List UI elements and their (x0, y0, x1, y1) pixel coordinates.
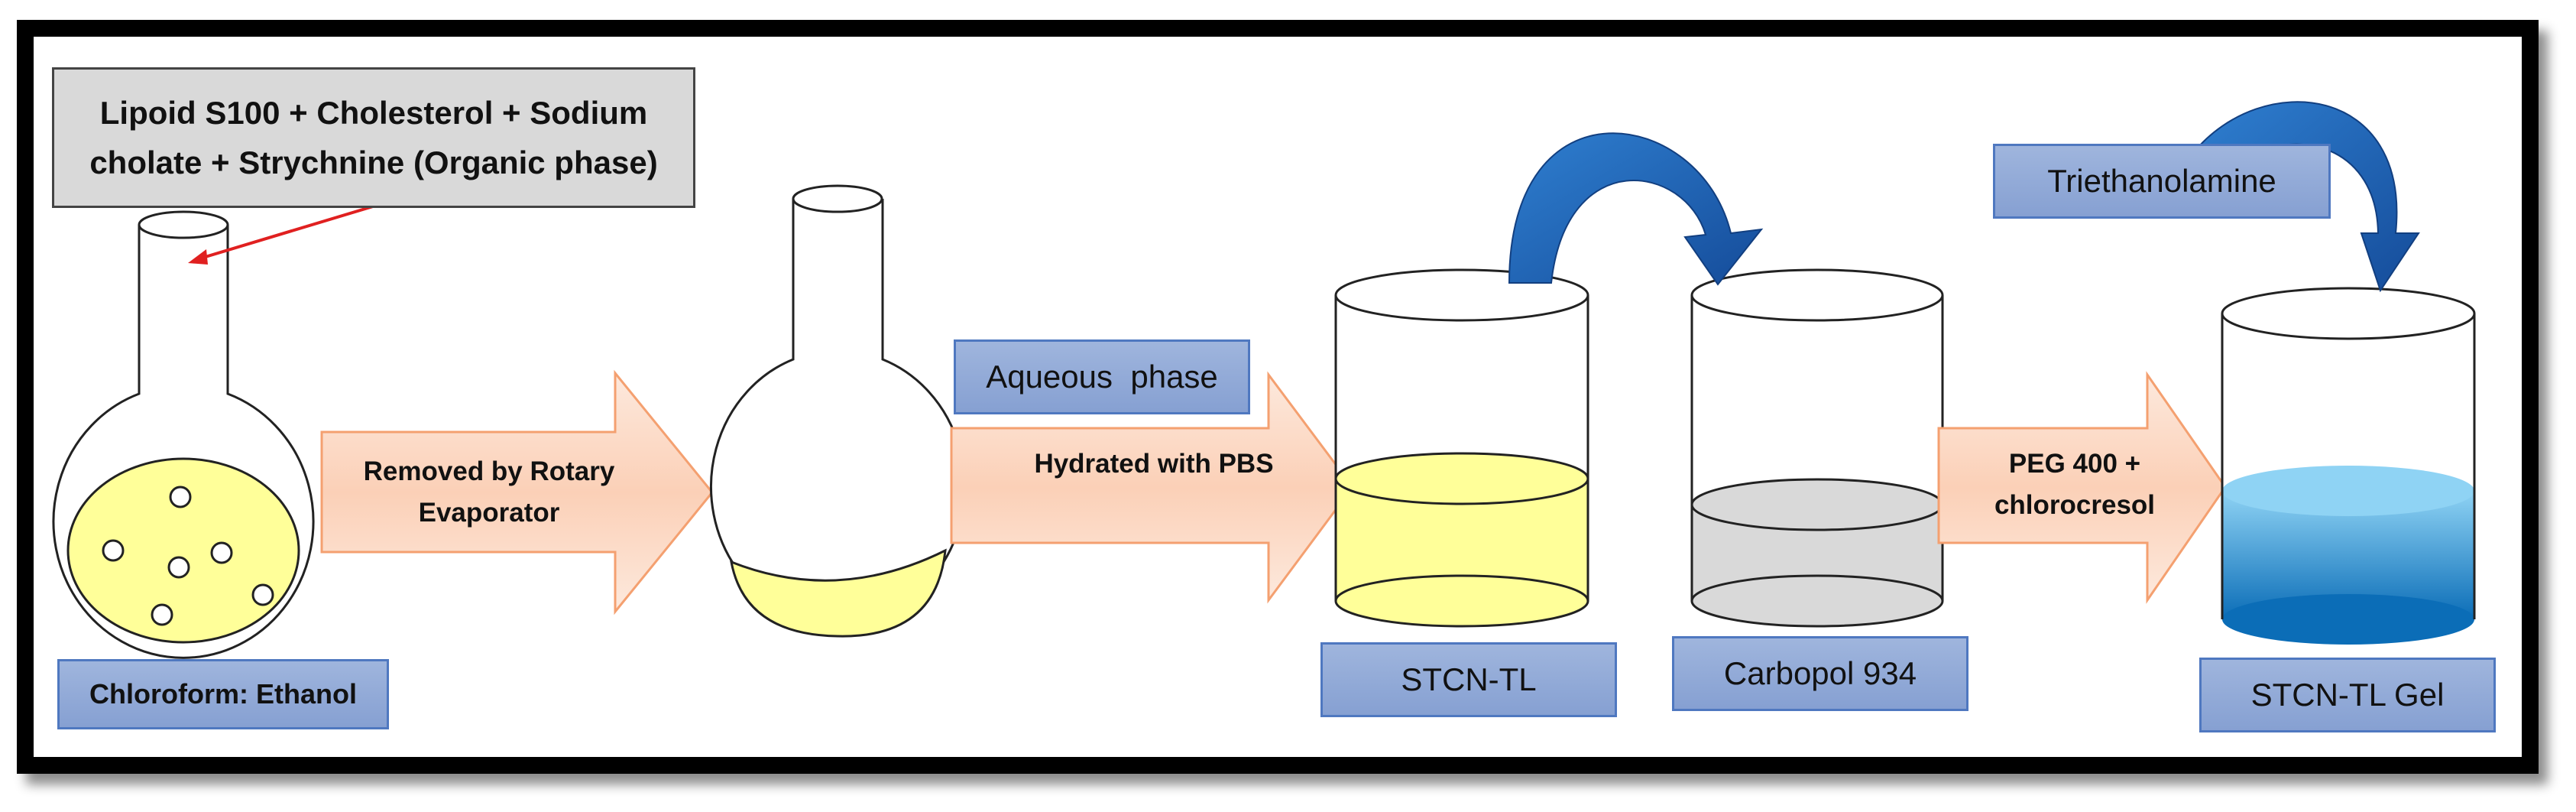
pointer-line (199, 205, 374, 260)
peg-line1: PEG 400 + (2008, 449, 2141, 479)
aqueous-phase-label: Aqueous phase (954, 339, 1250, 414)
arrow-hydrated-label: Hydrated with PBS (955, 443, 1353, 485)
arrow-rotary (320, 369, 714, 615)
organic-phase-box: Lipoid S100 + Cholesterol + Sodium chola… (52, 67, 695, 208)
pointer-arrowhead (188, 249, 208, 265)
beaker-carbopol (1690, 268, 1944, 628)
organic-solution (66, 457, 300, 644)
arrow-peg (1937, 371, 2227, 604)
carbopol-surface (1690, 478, 1944, 531)
stcn-tl-label: STCN-TL (1320, 642, 1617, 717)
organic-phase-line1: Lipoid S100 + Cholesterol + Sodium (99, 94, 648, 131)
stcn-tl-gel-label: STCN-TL Gel (2199, 658, 2496, 732)
beaker-stcn-tl (1334, 268, 1589, 628)
suspension-surface (1334, 452, 1589, 505)
arrow-hydrated (950, 371, 1354, 604)
transfer-curve-arrow (1508, 132, 1764, 286)
round-flask-film (710, 184, 966, 638)
lipid-film (730, 548, 947, 638)
gel-surface (2222, 466, 2474, 516)
round-flask-organic (52, 210, 315, 659)
arrow-peg-label: PEG 400 + chlorocresol (1941, 443, 2208, 527)
triethanolamine-label: Triethanolamine (1993, 144, 2331, 219)
rotary-line2: Evaporator (418, 498, 560, 528)
chloroform-ethanol-label: Chloroform: Ethanol (57, 659, 389, 729)
peg-line2: chlorocresol (1994, 490, 2156, 521)
rotary-line1: Removed by Rotary (363, 456, 615, 486)
hydrated-text: Hydrated with PBS (1034, 449, 1274, 479)
organic-phase-line2: cholate + Strychnine (Organic phase) (89, 145, 658, 180)
arrow-rotary-label: Removed by Rotary Evaporator (329, 451, 650, 534)
carbopol-934-label: Carbopol 934 (1672, 636, 1968, 711)
beaker-stcn-gel (2221, 287, 2476, 645)
